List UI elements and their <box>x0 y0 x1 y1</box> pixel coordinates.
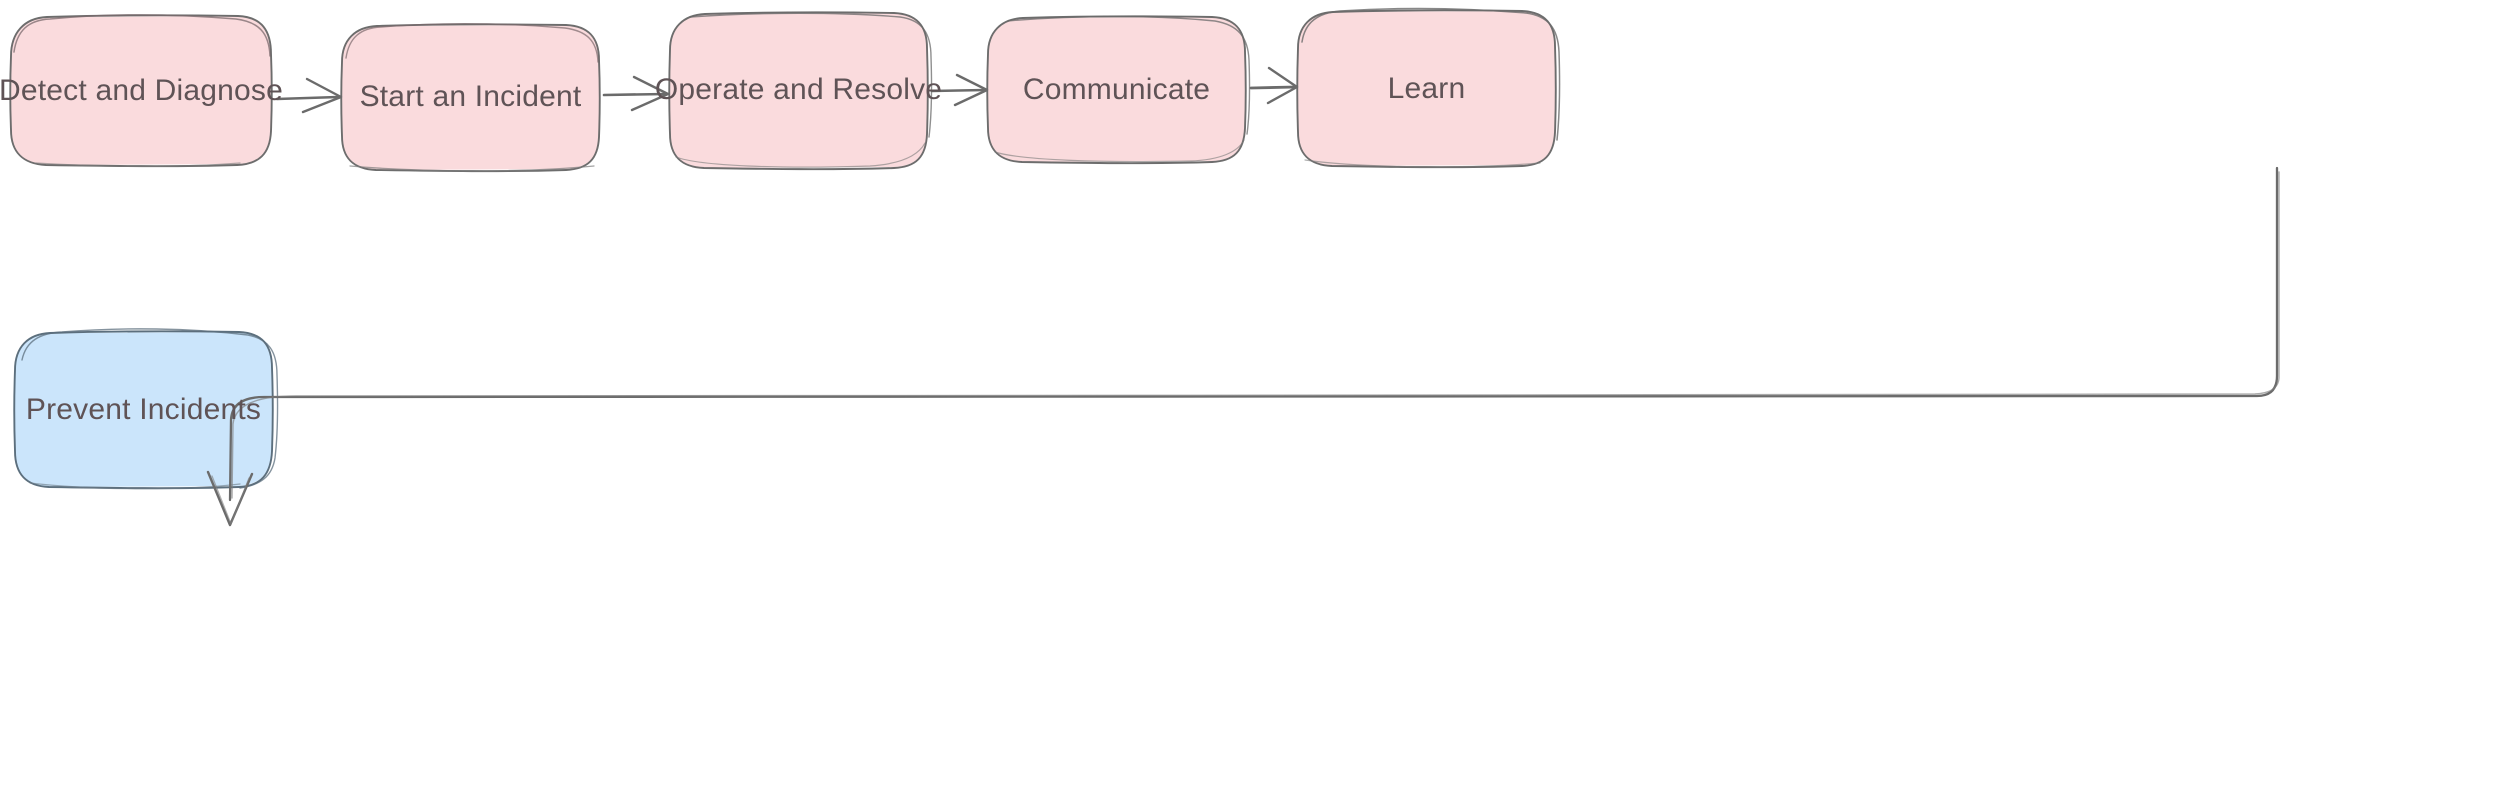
node-start-an-incident[interactable] <box>340 23 601 173</box>
edge-operate-to-communicate[interactable] <box>930 73 989 107</box>
node-prevent-outline-b <box>21 328 279 489</box>
node-detect-and-diagnose[interactable] <box>9 14 273 168</box>
node-detect-fill <box>11 16 272 165</box>
node-prevent-incidents[interactable] <box>13 328 279 490</box>
node-communicate-fill <box>988 17 1246 162</box>
edge-learn-to-prevent-line-jitter <box>231 171 2280 499</box>
edge-learn-to-prevent-arrowhead <box>206 470 254 527</box>
edge-start-to-operate-arrowhead <box>630 75 670 112</box>
edge-learn-to-prevent-line <box>228 166 2279 502</box>
node-prevent-outline-a <box>13 330 274 490</box>
node-learn-fill <box>1298 11 1556 166</box>
edge-start-to-operate[interactable] <box>602 75 670 112</box>
node-start-outline-a <box>340 23 601 173</box>
node-operate-outline-a <box>668 11 929 171</box>
edge-learn-to-prevent[interactable] <box>206 166 2280 527</box>
node-communicate[interactable] <box>986 15 1251 165</box>
edge-communicate-to-learn-line <box>1249 85 1297 90</box>
edge-communicate-to-learn-arrowhead <box>1266 66 1299 105</box>
node-start-fill <box>342 25 600 170</box>
node-prevent-fill <box>15 332 272 487</box>
edge-operate-to-communicate-arrowhead <box>953 73 989 107</box>
node-learn-outline-c <box>1304 159 1541 168</box>
node-detect-outline-c <box>35 162 241 167</box>
node-start-outline-b <box>345 23 599 63</box>
edge-operate-to-communicate-line <box>930 88 987 93</box>
edge-detect-to-start-line <box>275 95 340 101</box>
node-operate-and-resolve[interactable] <box>668 11 933 171</box>
node-learn-outline-b <box>1301 7 1561 141</box>
edge-start-to-operate-line <box>602 92 668 97</box>
node-operate-outline-c <box>675 142 926 168</box>
node-detect-outline-b <box>13 14 271 57</box>
node-communicate-outline-c <box>994 139 1245 163</box>
edge-detect-to-start[interactable] <box>275 77 343 114</box>
edge-learn-to-prevent-arrowhead-jitter <box>211 475 250 525</box>
edge-detect-to-start-arrowhead <box>301 77 343 114</box>
node-operate-fill <box>670 13 928 168</box>
node-learn-outline-a <box>1296 9 1557 169</box>
edge-communicate-to-learn[interactable] <box>1249 66 1299 105</box>
node-learn[interactable] <box>1296 7 1561 169</box>
node-communicate-outline-b <box>1007 15 1251 135</box>
node-start-outline-c <box>349 165 595 172</box>
